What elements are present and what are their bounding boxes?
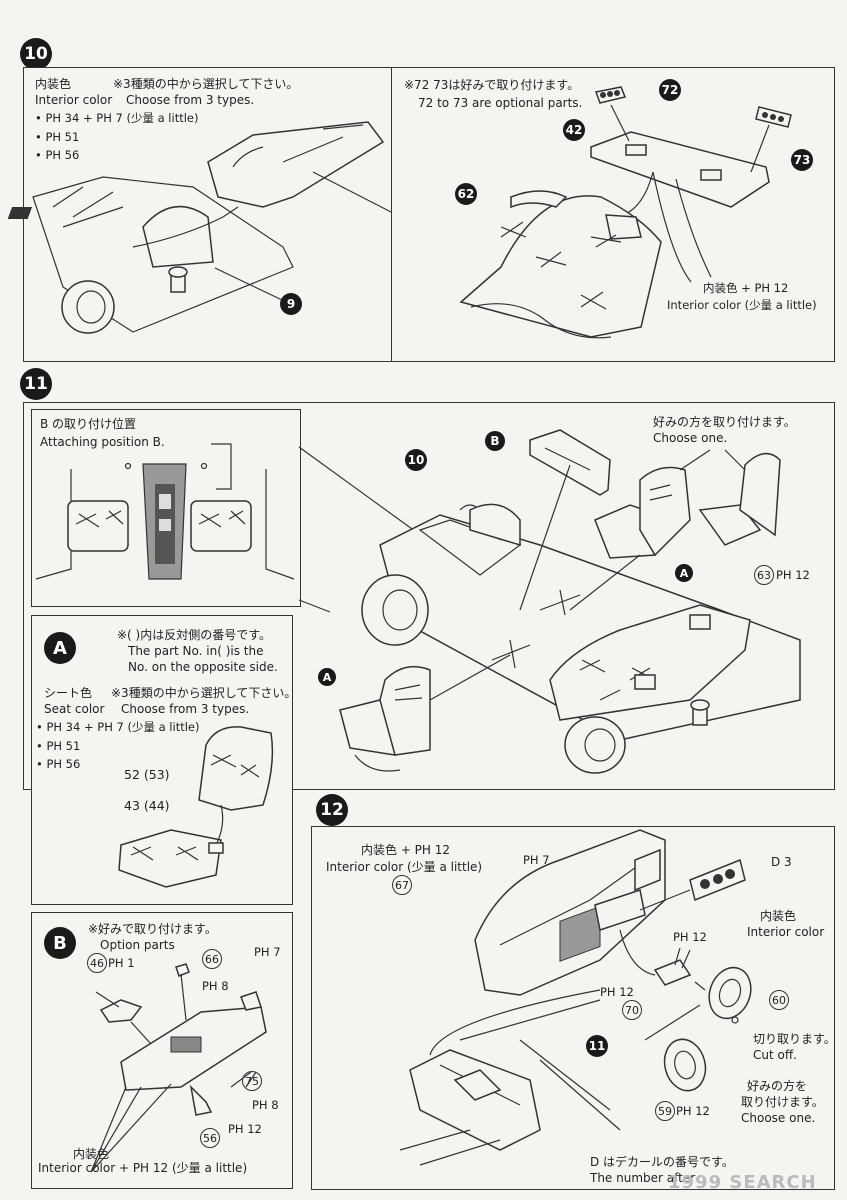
attach-position-drawing — [35, 443, 295, 580]
decal-note-jp: D はデカールの番号です。 — [590, 1155, 734, 1169]
attach-position-en: Attaching position B. — [40, 435, 165, 449]
sub-A-badge: A — [44, 632, 76, 664]
sub-A-note-en-1: The part No. in( )is the — [128, 644, 264, 658]
decal-note-en: The number after — [590, 1171, 696, 1185]
sub-B-badge: B — [44, 927, 76, 959]
optional-parts-en: 72 to 73 are optional parts. — [418, 96, 583, 110]
part-56-marker: 56 — [200, 1128, 220, 1148]
dash-color-en: Interior color (少量 a little) — [326, 860, 483, 874]
choose-one-en: Choose one. — [653, 431, 728, 445]
ph12-label-b: PH 12 — [600, 985, 634, 999]
part-73-marker: 73 — [791, 149, 813, 171]
choose-3-types-jp: ※3種類の中から選択して下さい。 — [113, 77, 299, 91]
step-10-chassis-drawing — [7, 121, 392, 334]
part-43-44-label: 43 (44) — [124, 798, 170, 813]
seat-paint-option-3: • PH 56 — [36, 757, 81, 771]
part-42-marker: 42 — [563, 119, 585, 141]
part-63-marker: 63 — [754, 565, 774, 585]
part-66-marker: 66 — [202, 949, 222, 969]
part-B-marker: B — [485, 431, 505, 451]
dash-color-jp: 内装色 + PH 12 — [361, 843, 451, 857]
cut-off-jp: 切り取ります。 — [753, 1032, 836, 1046]
dash-ph7-label: PH 7 — [523, 853, 550, 867]
paint-option-3: • PH 56 — [35, 148, 80, 162]
part-46-marker: 46 — [87, 953, 107, 973]
choose-one-jp: 好みの方を取り付けます。 — [653, 415, 796, 429]
part-63-paint: PH 12 — [776, 568, 810, 582]
step-12-badge: 12 — [316, 794, 348, 826]
ph12-label-a: PH 12 — [673, 930, 707, 944]
part-A-marker-left: A — [318, 668, 336, 686]
cut-off-en: Cut off. — [753, 1048, 797, 1062]
step-10-badge: 10 — [20, 38, 52, 70]
step-10-rear-seat-drawing — [459, 86, 792, 339]
sub-A-choose-en: Choose from 3 types. — [121, 702, 250, 716]
part-67-marker: 67 — [392, 875, 412, 895]
seat-assembly-drawing — [118, 726, 274, 888]
choose-one-jp-2: 取り付けます。 — [741, 1095, 824, 1109]
part-A-marker-right: A — [675, 564, 693, 582]
sub-B-option-en: Option parts — [100, 938, 175, 952]
paint-option-2: • PH 51 — [35, 130, 80, 144]
interior-color-en: Interior color — [35, 93, 113, 107]
part-11-marker: 11 — [586, 1035, 608, 1057]
part-9-marker: 9 — [280, 293, 302, 315]
part-console-paint: PH 7 — [254, 945, 281, 959]
choose-one-en-s12: Choose one. — [741, 1111, 816, 1125]
choose-3-types-en: Choose from 3 types. — [126, 93, 255, 107]
part-59-marker: 59 — [655, 1101, 675, 1121]
seat-color-jp: シート色 — [44, 686, 93, 700]
step-11-badge: 11 — [20, 368, 52, 400]
interior-color-jp: 内装色 — [35, 77, 72, 91]
steering-color-jp: 内装色 — [760, 909, 797, 923]
sub-A-choose-jp: ※3種類の中から選択して下さい。 — [111, 686, 297, 700]
part-70-marker: 70 — [622, 1000, 642, 1020]
part-59-paint: PH 12 — [676, 1104, 710, 1118]
sub-A-note-jp: ※( )内は反対側の番号です。 — [117, 628, 272, 642]
paint-option-1: • PH 34 + PH 7 (少量 a little) — [35, 111, 199, 125]
attach-position-jp: B の取り付け位置 — [40, 417, 137, 431]
sub-B-color-en: Interior color + PH 12 (少量 a little) — [38, 1161, 248, 1175]
part-60-marker: 60 — [769, 990, 789, 1010]
decal-d3-label: D 3 — [771, 855, 792, 869]
part-10-marker: 10 — [405, 449, 427, 471]
choose-one-jp-1: 好みの方を — [747, 1079, 808, 1093]
sub-B-option-jp: ※好みで取り付けます。 — [88, 922, 217, 936]
seat-color-en: Seat color — [44, 702, 105, 716]
console-assembly-drawing — [90, 963, 267, 1173]
rear-seat-color-en: Interior color (少量 a little) — [667, 298, 817, 312]
seat-paint-option-2: • PH 51 — [36, 739, 81, 753]
part-46-paint: PH 1 — [108, 956, 135, 970]
part-52-53-label: 52 (53) — [124, 767, 170, 782]
rear-seat-color-jp: 内装色 + PH 12 — [703, 281, 789, 295]
part-56-paint: PH 12 — [228, 1122, 262, 1136]
part-62-marker: 62 — [455, 183, 477, 205]
seat-paint-option-1: • PH 34 + PH 7 (少量 a little) — [36, 720, 200, 734]
steering-color-en: Interior color — [747, 925, 825, 939]
optional-parts-jp: ※72 73は好みで取り付けます。 — [404, 78, 580, 92]
part-75-paint: PH 8 — [252, 1098, 279, 1112]
watermark: 1999 SEARCH — [668, 1172, 817, 1193]
part-66-paint: PH 8 — [202, 979, 229, 993]
part-72-marker: 72 — [659, 79, 681, 101]
sub-A-note-en-2: No. on the opposite side. — [128, 660, 278, 674]
